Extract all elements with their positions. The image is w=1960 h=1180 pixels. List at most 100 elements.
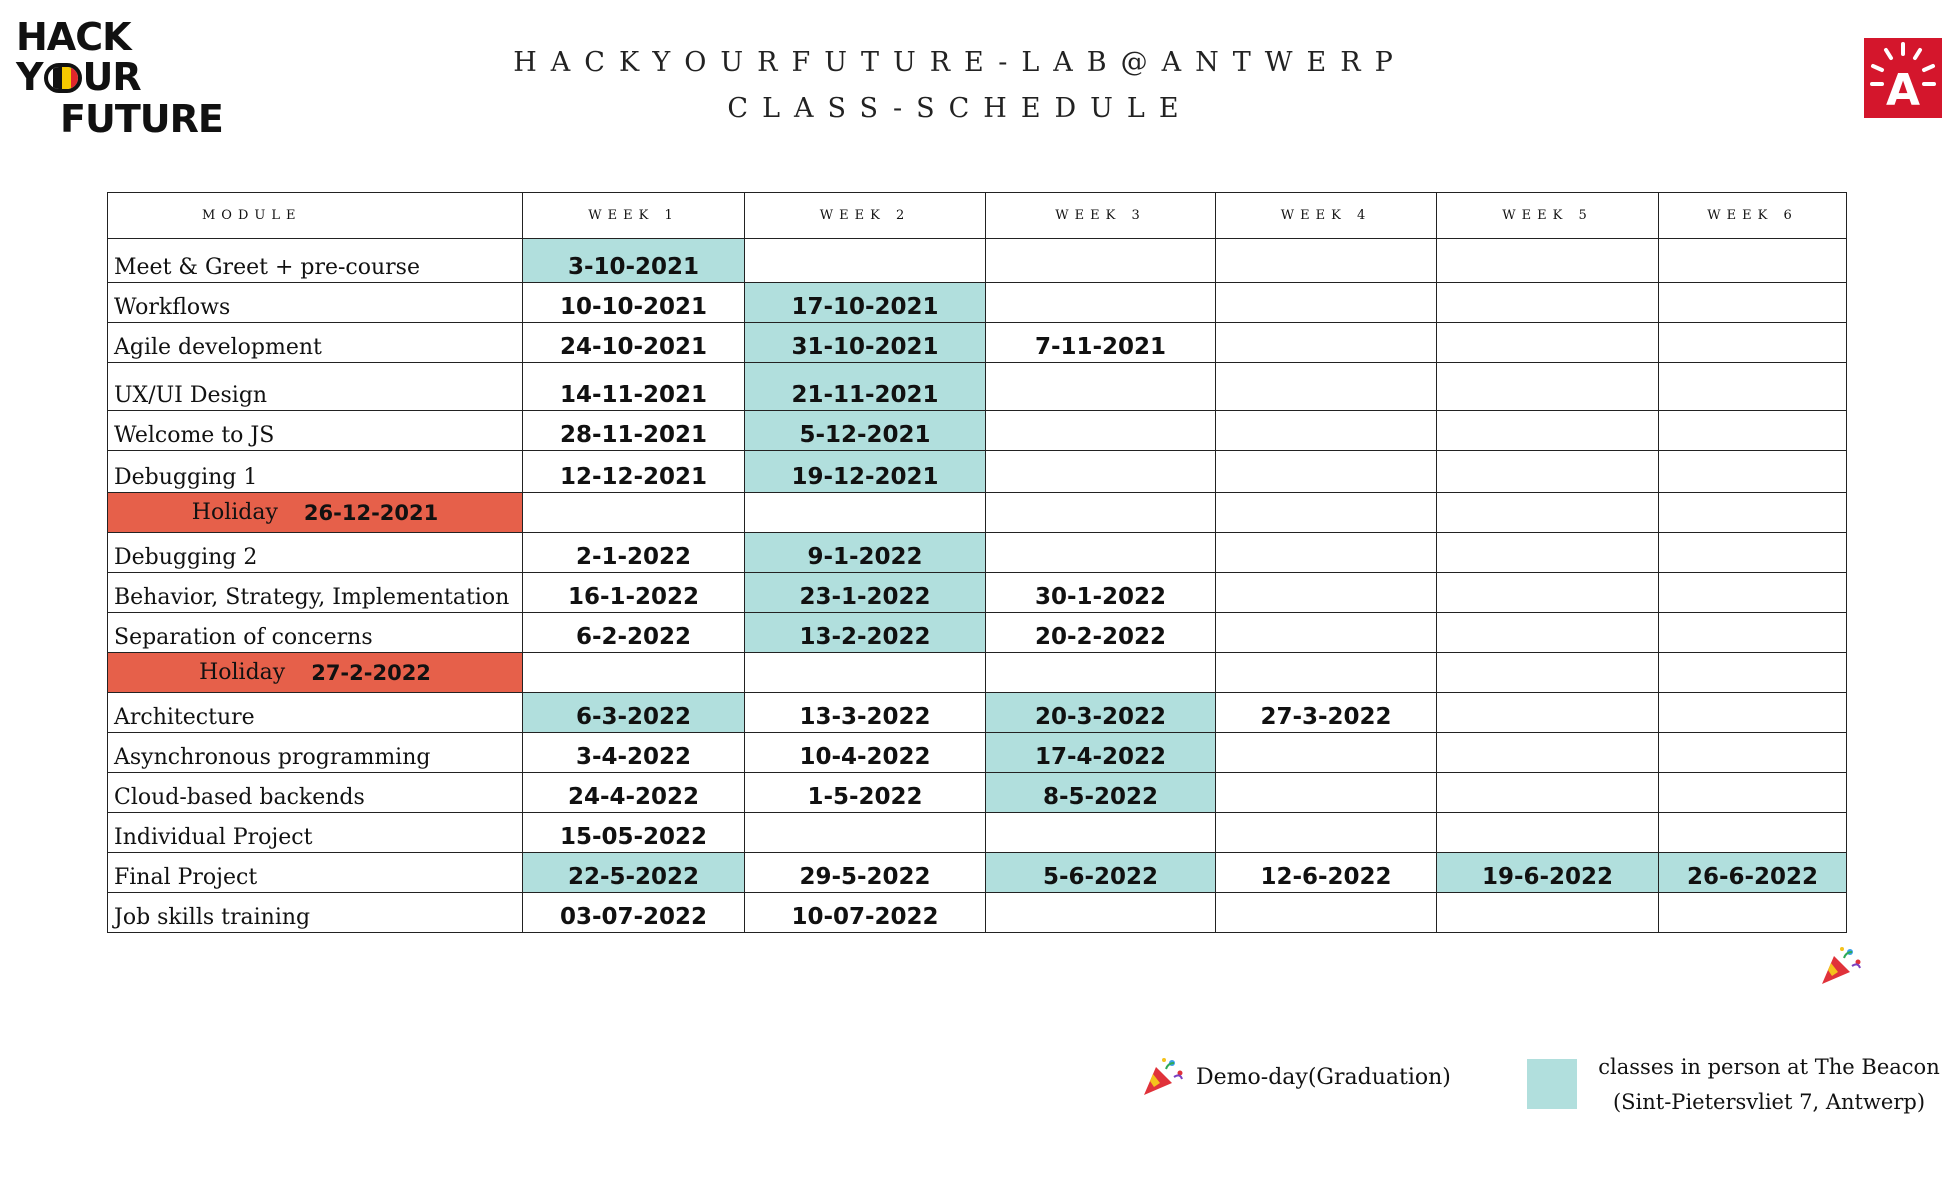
week-2-cell: 10-4-2022 bbox=[744, 732, 986, 773]
week-3-cell bbox=[985, 238, 1216, 283]
week-2-cell: 19-12-2021 bbox=[744, 450, 986, 493]
module-name: Debugging 1 bbox=[114, 465, 258, 490]
week-5-cell bbox=[1436, 492, 1659, 533]
week-5-cell bbox=[1436, 238, 1659, 283]
week-3-cell bbox=[985, 532, 1216, 573]
class-date: 12-6-2022 bbox=[1260, 864, 1392, 890]
legend-in-person-line-1: classes in person at The Beacon bbox=[1598, 1055, 1940, 1079]
week-6-cell bbox=[1658, 692, 1847, 733]
module-name-cell: Asynchronous programming bbox=[107, 732, 523, 773]
week-3-cell bbox=[985, 812, 1216, 853]
week-2-cell bbox=[744, 652, 986, 693]
class-date: 10-10-2021 bbox=[559, 294, 708, 320]
class-date: 13-2-2022 bbox=[799, 624, 931, 650]
class-date bbox=[1659, 930, 1846, 932]
class-date: 5-6-2022 bbox=[1042, 864, 1159, 890]
week-4-cell bbox=[1215, 572, 1437, 613]
module-name: Behavior, Strategy, Implementation bbox=[114, 585, 510, 610]
module-name: UX/UI Design bbox=[114, 383, 268, 408]
class-date: 3-4-2022 bbox=[575, 744, 692, 770]
week-2-cell: 29-5-2022 bbox=[744, 852, 986, 893]
module-name: Separation of concerns bbox=[114, 625, 373, 650]
week-3-cell bbox=[985, 492, 1216, 533]
week-5-cell bbox=[1436, 322, 1659, 363]
week-3-cell bbox=[985, 652, 1216, 693]
class-date: 13-3-2022 bbox=[799, 704, 931, 730]
week-4-cell bbox=[1215, 812, 1437, 853]
week-1-cell: 3-4-2022 bbox=[522, 732, 745, 773]
week-4-cell bbox=[1215, 282, 1437, 323]
party-popper-icon bbox=[1822, 947, 1861, 984]
week-1-cell: 2-1-2022 bbox=[522, 532, 745, 573]
class-date: 31-10-2021 bbox=[791, 334, 939, 360]
column-header-week-3: WEEK 3 bbox=[985, 192, 1216, 239]
module-name-cell: Job skills training bbox=[107, 892, 523, 933]
week-1-cell: 12-12-2021 bbox=[522, 450, 745, 493]
week-2-cell: 17-10-2021 bbox=[744, 282, 986, 323]
module-name: Individual Project bbox=[114, 825, 313, 850]
class-date: 21-11-2021 bbox=[791, 382, 939, 408]
week-6-cell bbox=[1658, 492, 1847, 533]
module-name-cell: Workflows bbox=[107, 282, 523, 323]
week-3-cell: 30-1-2022 bbox=[985, 572, 1216, 613]
column-header-module: MODULE bbox=[107, 192, 523, 239]
class-date: 19-6-2022 bbox=[1481, 864, 1614, 890]
class-date bbox=[1437, 930, 1658, 932]
class-date: 12-12-2021 bbox=[559, 464, 708, 490]
week-1-cell: 10-10-2021 bbox=[522, 282, 745, 323]
week-6-cell bbox=[1658, 732, 1847, 773]
column-header-week-2: WEEK 2 bbox=[744, 192, 986, 239]
week-6-cell bbox=[1658, 812, 1847, 853]
week-2-cell bbox=[744, 492, 986, 533]
week-4-cell bbox=[1215, 772, 1437, 813]
module-name-cell: Behavior, Strategy, Implementation bbox=[107, 572, 523, 613]
module-name: Cloud-based backends bbox=[114, 785, 365, 810]
week-1-cell bbox=[522, 492, 745, 533]
week-4-cell bbox=[1215, 892, 1437, 933]
title-line-2: CLASS-SCHEDULE bbox=[727, 93, 1193, 124]
module-name: Final Project bbox=[114, 865, 258, 890]
week-3-cell: 20-2-2022 bbox=[985, 612, 1216, 653]
week-5-cell bbox=[1436, 732, 1659, 773]
class-date: 7-11-2021 bbox=[1034, 334, 1167, 360]
table-row: Workflows 10-10-2021 17-10-2021 bbox=[107, 282, 1847, 323]
week-3-cell: 20-3-2022 bbox=[985, 692, 1216, 733]
week-1-cell: 16-1-2022 bbox=[522, 572, 745, 613]
week-5-cell bbox=[1436, 532, 1659, 573]
week-5-cell bbox=[1436, 652, 1659, 693]
week-2-cell: 23-1-2022 bbox=[744, 572, 986, 613]
week-2-cell: 10-07-2022 bbox=[744, 892, 986, 933]
class-date: 24-10-2021 bbox=[559, 334, 708, 360]
week-6-cell bbox=[1658, 652, 1847, 693]
module-name: Debugging 2 bbox=[114, 545, 258, 570]
week-5-cell bbox=[1436, 692, 1659, 733]
week-2-cell: 13-3-2022 bbox=[744, 692, 986, 733]
week-2-cell: 13-2-2022 bbox=[744, 612, 986, 653]
week-6-cell bbox=[1658, 572, 1847, 613]
week-1-cell: 03-07-2022 bbox=[522, 892, 745, 933]
badge-letter: A bbox=[1886, 65, 1920, 116]
module-name: Job skills training bbox=[114, 905, 311, 930]
class-date: 6-3-2022 bbox=[575, 704, 692, 730]
week-4-cell bbox=[1215, 532, 1437, 573]
class-date: 2-1-2022 bbox=[575, 544, 692, 570]
antwerp-rays-icon: A bbox=[1870, 42, 1936, 116]
week-6-cell bbox=[1658, 532, 1847, 573]
class-date: 3-10-2021 bbox=[567, 254, 700, 280]
week-5-cell bbox=[1436, 612, 1659, 653]
module-name-cell: Individual Project bbox=[107, 812, 523, 853]
week-6-cell: 26-6-2022 bbox=[1658, 852, 1847, 893]
week-4-cell bbox=[1215, 612, 1437, 653]
